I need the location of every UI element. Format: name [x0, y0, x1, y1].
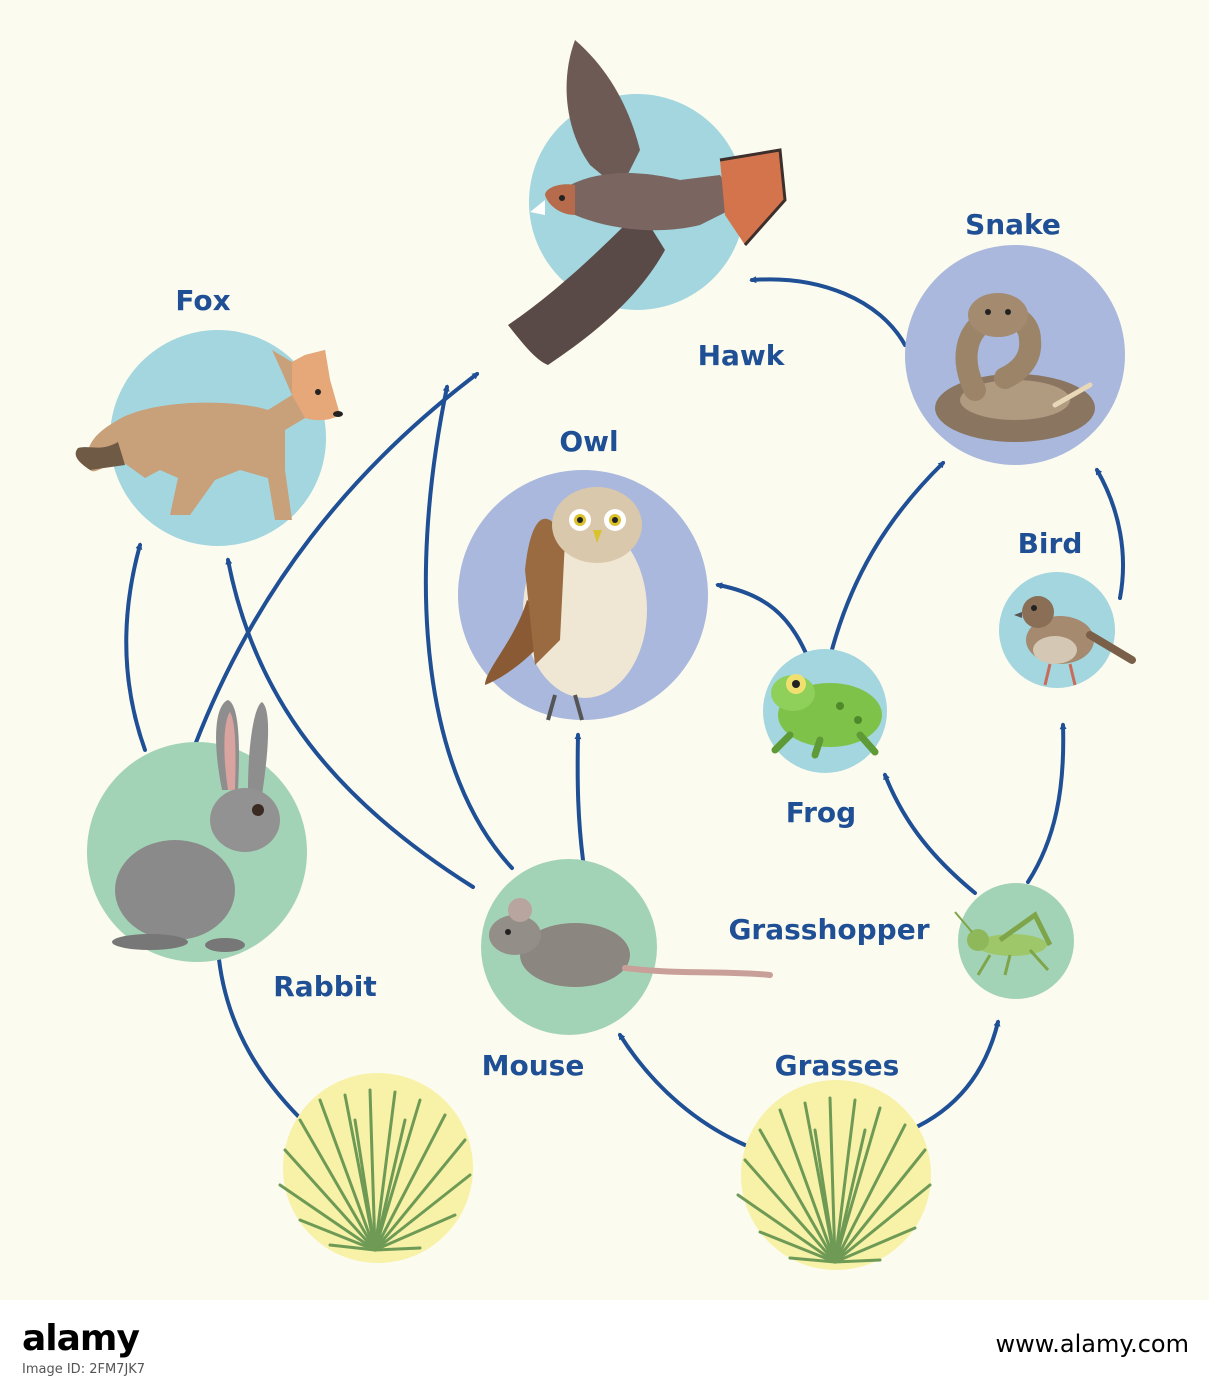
- organism-bird[interactable]: [999, 572, 1136, 688]
- arrow-grass-left-to-rabbit: [214, 947, 312, 1130]
- frog-icon: [771, 674, 882, 759]
- site-url: www.alamy.com: [995, 1330, 1189, 1358]
- arrow-frog-to-owl: [715, 582, 810, 660]
- organism-snake[interactable]: [905, 245, 1125, 465]
- hawk-icon: [508, 40, 787, 365]
- grasshopper-label: Grasshopper: [728, 913, 929, 946]
- arrow-mouse-to-fox: [225, 557, 475, 889]
- food-web-canvas: Fox Hawk Snake Owl Bird Frog Rabbit Mous…: [0, 0, 1209, 1300]
- organism-hawk[interactable]: [508, 40, 787, 365]
- arrow-rabbit-to-fox: [124, 542, 147, 752]
- arrow-rabbit-to-hawk: [193, 372, 480, 747]
- organism-grasshopper[interactable]: [954, 883, 1074, 999]
- alamy-logo: alamy: [22, 1318, 140, 1359]
- owl-icon: [485, 487, 647, 721]
- bird-icon: [1014, 596, 1136, 686]
- mouse-icon: [489, 898, 773, 987]
- arrow-layer: [124, 276, 1126, 1147]
- organism-grasses[interactable]: [736, 1080, 932, 1270]
- rabbit-label: Rabbit: [273, 970, 377, 1003]
- arrow-mouse-to-hawk: [423, 384, 514, 870]
- rabbit-icon: [112, 700, 280, 952]
- fox-icon: [75, 350, 343, 520]
- grasshopper-icon: [954, 911, 1053, 976]
- owl-label: Owl: [559, 425, 618, 458]
- arrow-grasshopper-to-bird: [1026, 722, 1067, 884]
- hawk-label: Hawk: [698, 339, 786, 372]
- organism-grass-left: [278, 1073, 473, 1263]
- bird-label: Bird: [1018, 527, 1083, 560]
- organism-layer: [75, 40, 1136, 1270]
- grasses-label: Grasses: [775, 1049, 900, 1082]
- snake-label: Snake: [965, 208, 1061, 241]
- organism-fox[interactable]: [75, 330, 343, 546]
- arrow-mouse-to-owl: [574, 732, 585, 862]
- snake-icon: [935, 293, 1095, 442]
- grass-left-circle: [283, 1073, 473, 1263]
- organism-rabbit[interactable]: [87, 700, 307, 962]
- label-layer: Fox Hawk Snake Owl Bird Frog Rabbit Mous…: [175, 208, 1082, 1082]
- organism-mouse[interactable]: [481, 859, 773, 1035]
- organism-owl[interactable]: [458, 470, 708, 721]
- arrow-snake-to-hawk: [749, 276, 907, 347]
- arrow-frog-to-snake: [828, 461, 945, 659]
- arrow-bird-to-snake: [1095, 467, 1126, 600]
- stock-footer: alamy Image ID: 2FM7JK7 www.alamy.com: [0, 1300, 1209, 1390]
- grasses-circle: [741, 1080, 931, 1270]
- organism-frog[interactable]: [763, 649, 887, 773]
- arrow-grasshopper-to-frog: [883, 772, 977, 895]
- arrow-grasses-to-grasshopper: [908, 1019, 1001, 1132]
- frog-label: Frog: [786, 796, 856, 829]
- grass-icon: [278, 1088, 472, 1252]
- arrow-grasses-to-mouse: [618, 1032, 747, 1147]
- image-id: Image ID: 2FM7JK7: [22, 1362, 146, 1377]
- grass-icon: [736, 1096, 932, 1264]
- mouse-label: Mouse: [482, 1049, 585, 1082]
- fox-label: Fox: [175, 284, 230, 317]
